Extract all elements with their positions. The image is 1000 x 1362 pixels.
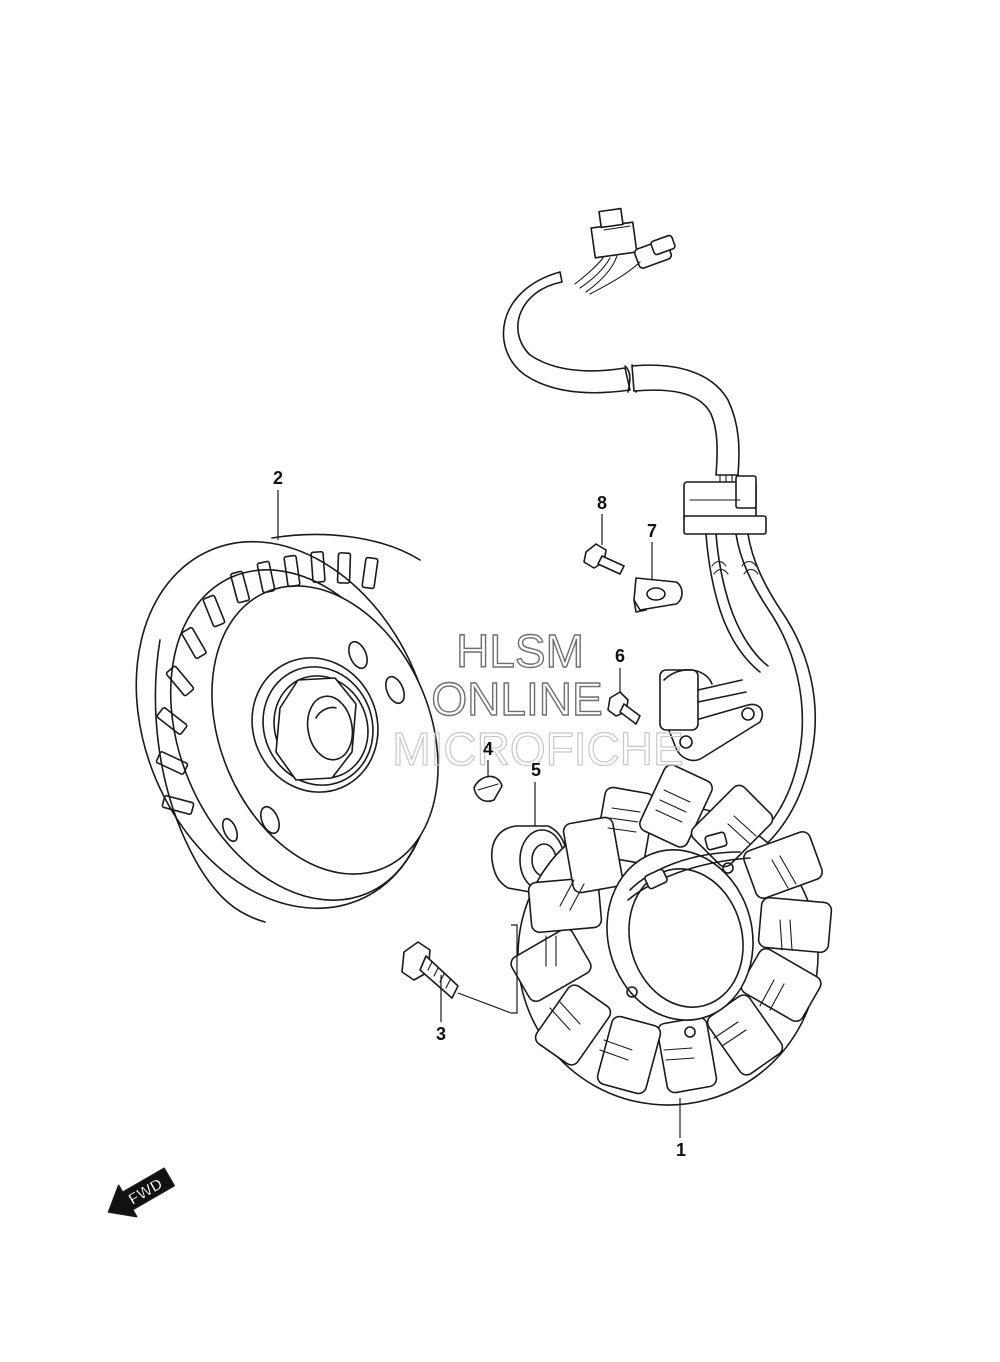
clamp-bolt (583, 543, 625, 575)
stator-bolt (401, 941, 459, 999)
pickup-bolt (607, 691, 641, 725)
harness-main-coupler (683, 475, 767, 535)
callout-1: 1 (676, 1140, 686, 1160)
woodruff-key (473, 775, 503, 803)
watermark-line1: HLSM (456, 625, 584, 677)
watermark-line2: ONLINE (431, 673, 602, 725)
callout-4: 4 (483, 739, 493, 759)
leader-3-bracket (511, 924, 518, 1014)
flywheel-rotor (135, 533, 439, 923)
callout-2: 2 (273, 468, 283, 488)
pulser-pickup-coil (659, 669, 764, 762)
winding-hatch (545, 789, 797, 1061)
callout-3: 3 (436, 1024, 446, 1044)
wire-harness (502, 207, 817, 859)
callout-6: 6 (615, 646, 625, 666)
callout-labels: 2 8 7 6 4 5 3 1 (273, 468, 686, 1160)
harness-connector-1 (590, 207, 638, 259)
leader-3-link (457, 992, 512, 1014)
stator-windings (510, 764, 833, 1095)
harness-connector-2 (633, 234, 676, 269)
wire-clamp (633, 577, 683, 613)
callout-5: 5 (531, 760, 541, 780)
stator-coil (510, 764, 833, 1106)
leader-lines (277, 490, 681, 1138)
fwd-arrow-icon: FWD (107, 1167, 175, 1218)
watermark-line3: MICROFICHE (392, 723, 683, 775)
watermark: HLSM ONLINE MICROFICHE (392, 624, 685, 775)
callout-7: 7 (647, 521, 657, 541)
rotor-cooling-slots (155, 550, 379, 816)
callout-8: 8 (597, 493, 607, 513)
